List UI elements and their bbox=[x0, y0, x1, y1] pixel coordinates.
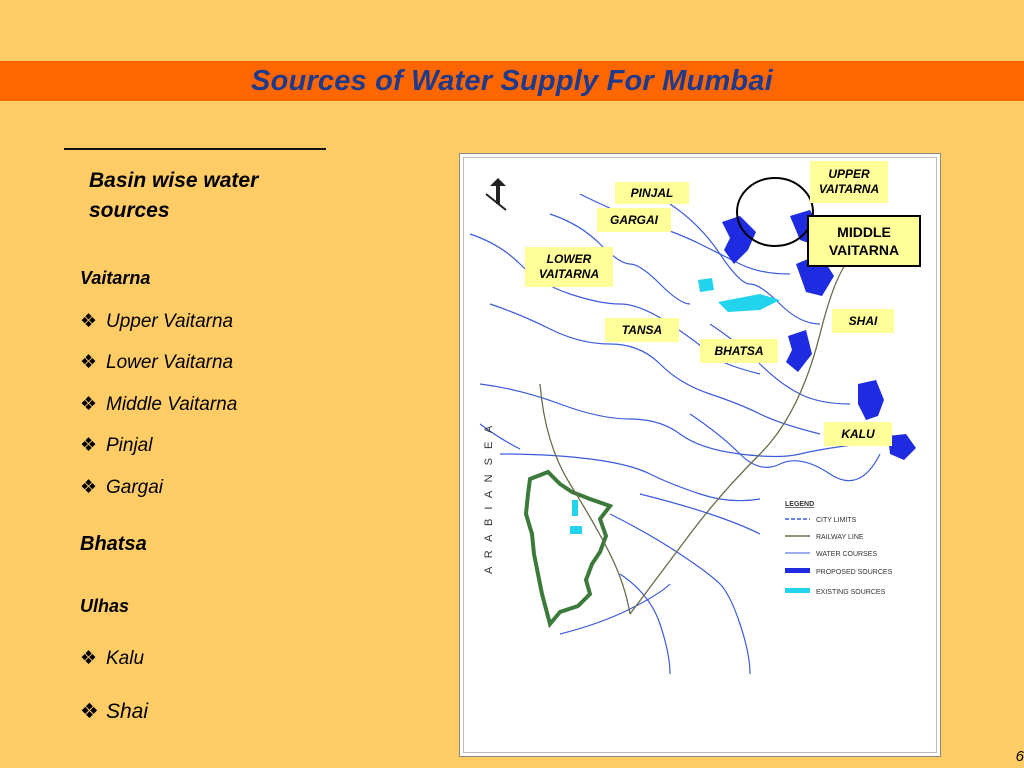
title-bar: Sources of Water Supply For Mumbai bbox=[0, 61, 1024, 101]
map-label-gargai: GARGAI bbox=[597, 208, 671, 232]
highlight-circle bbox=[736, 177, 814, 247]
diamond-bullet-icon: ❖ bbox=[80, 647, 98, 669]
legend-item: WATER COURSES bbox=[816, 551, 877, 558]
list-heading: Vaitarna bbox=[80, 268, 151, 288]
north-arrow-icon bbox=[485, 178, 507, 211]
city-outline bbox=[523, 469, 614, 629]
water-supply-map: A R A B I A N S E A LEGEND CITY LIMITS R… bbox=[459, 153, 941, 757]
divider-rule bbox=[64, 148, 326, 150]
diamond-bullet-icon: ❖ bbox=[80, 434, 98, 456]
map-drawing: A R A B I A N S E A LEGEND CITY LIMITS R… bbox=[469, 177, 916, 675]
list-item: ❖Pinjal bbox=[80, 434, 153, 456]
list-item: ❖Kalu bbox=[80, 647, 145, 669]
list-heading: Ulhas bbox=[80, 596, 130, 616]
legend-item: EXISTING SOURCES bbox=[816, 589, 886, 596]
diamond-bullet-icon: ❖ bbox=[80, 310, 98, 332]
list-item: ❖Upper Vaitarna bbox=[80, 310, 234, 332]
map-label-tansa: TANSA bbox=[605, 318, 679, 342]
list-item: ❖Gargai bbox=[80, 476, 164, 498]
list-heading: Bhatsa bbox=[80, 533, 147, 555]
railway-line bbox=[539, 383, 631, 615]
legend-item: PROPOSED SOURCES bbox=[816, 569, 893, 576]
slide-title: Sources of Water Supply For Mumbai bbox=[251, 64, 773, 97]
page-number: 6 bbox=[1015, 748, 1024, 765]
subtitle: Basin wise water sources bbox=[89, 169, 259, 222]
map-label-pinjal: PINJAL bbox=[615, 182, 689, 204]
diamond-bullet-icon: ❖ bbox=[80, 476, 98, 498]
map-label-bhatsa: BHATSA bbox=[700, 339, 778, 363]
diamond-bullet-icon: ❖ bbox=[80, 393, 98, 415]
legend-title: LEGEND bbox=[785, 501, 814, 508]
legend-item: RAILWAY LINE bbox=[816, 534, 864, 541]
diamond-bullet-icon: ❖ bbox=[80, 699, 99, 723]
railway-line bbox=[629, 253, 861, 615]
sea-label: A R A B I A N S E A bbox=[483, 423, 495, 574]
diamond-bullet-icon: ❖ bbox=[80, 351, 98, 373]
existing-sources bbox=[570, 278, 780, 534]
list-item: ❖Shai bbox=[80, 699, 149, 723]
map-label-shai: SHAI bbox=[832, 309, 894, 333]
list-item: ❖Middle Vaitarna bbox=[80, 393, 238, 415]
legend-item: CITY LIMITS bbox=[816, 517, 857, 524]
map-label-kalu: KALU bbox=[824, 422, 892, 446]
map-legend: LEGEND CITY LIMITS RAILWAY LINE WATER CO… bbox=[785, 501, 893, 596]
list-item: ❖Lower Vaitarna bbox=[80, 351, 234, 373]
